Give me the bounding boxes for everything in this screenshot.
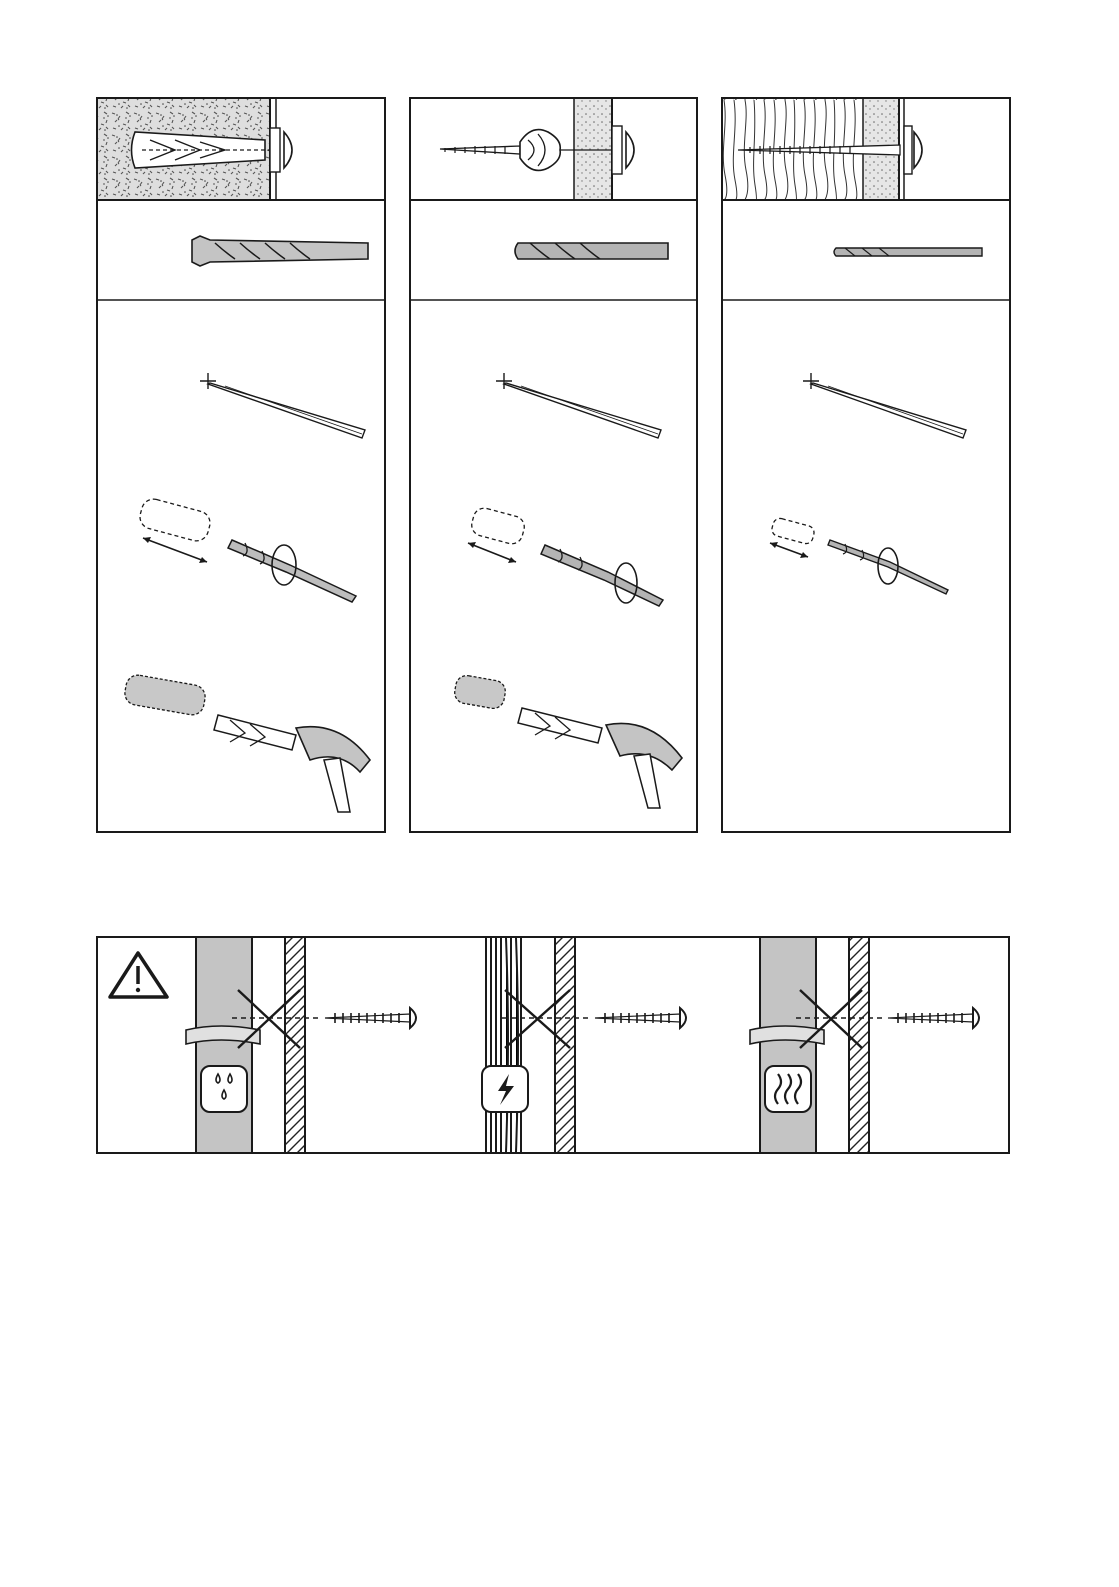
masonry-drill-bit: [515, 243, 668, 259]
panel-wood: [722, 98, 1010, 832]
lightning-icon: [482, 1066, 528, 1112]
wood-drill-bit: [834, 248, 982, 256]
hazard-warning-strip: [97, 937, 1009, 1153]
panel-plasterboard: [410, 98, 697, 832]
heat-waves-icon: [765, 1066, 811, 1112]
water-drops-icon: [201, 1066, 247, 1112]
panel-concrete: [97, 98, 385, 832]
